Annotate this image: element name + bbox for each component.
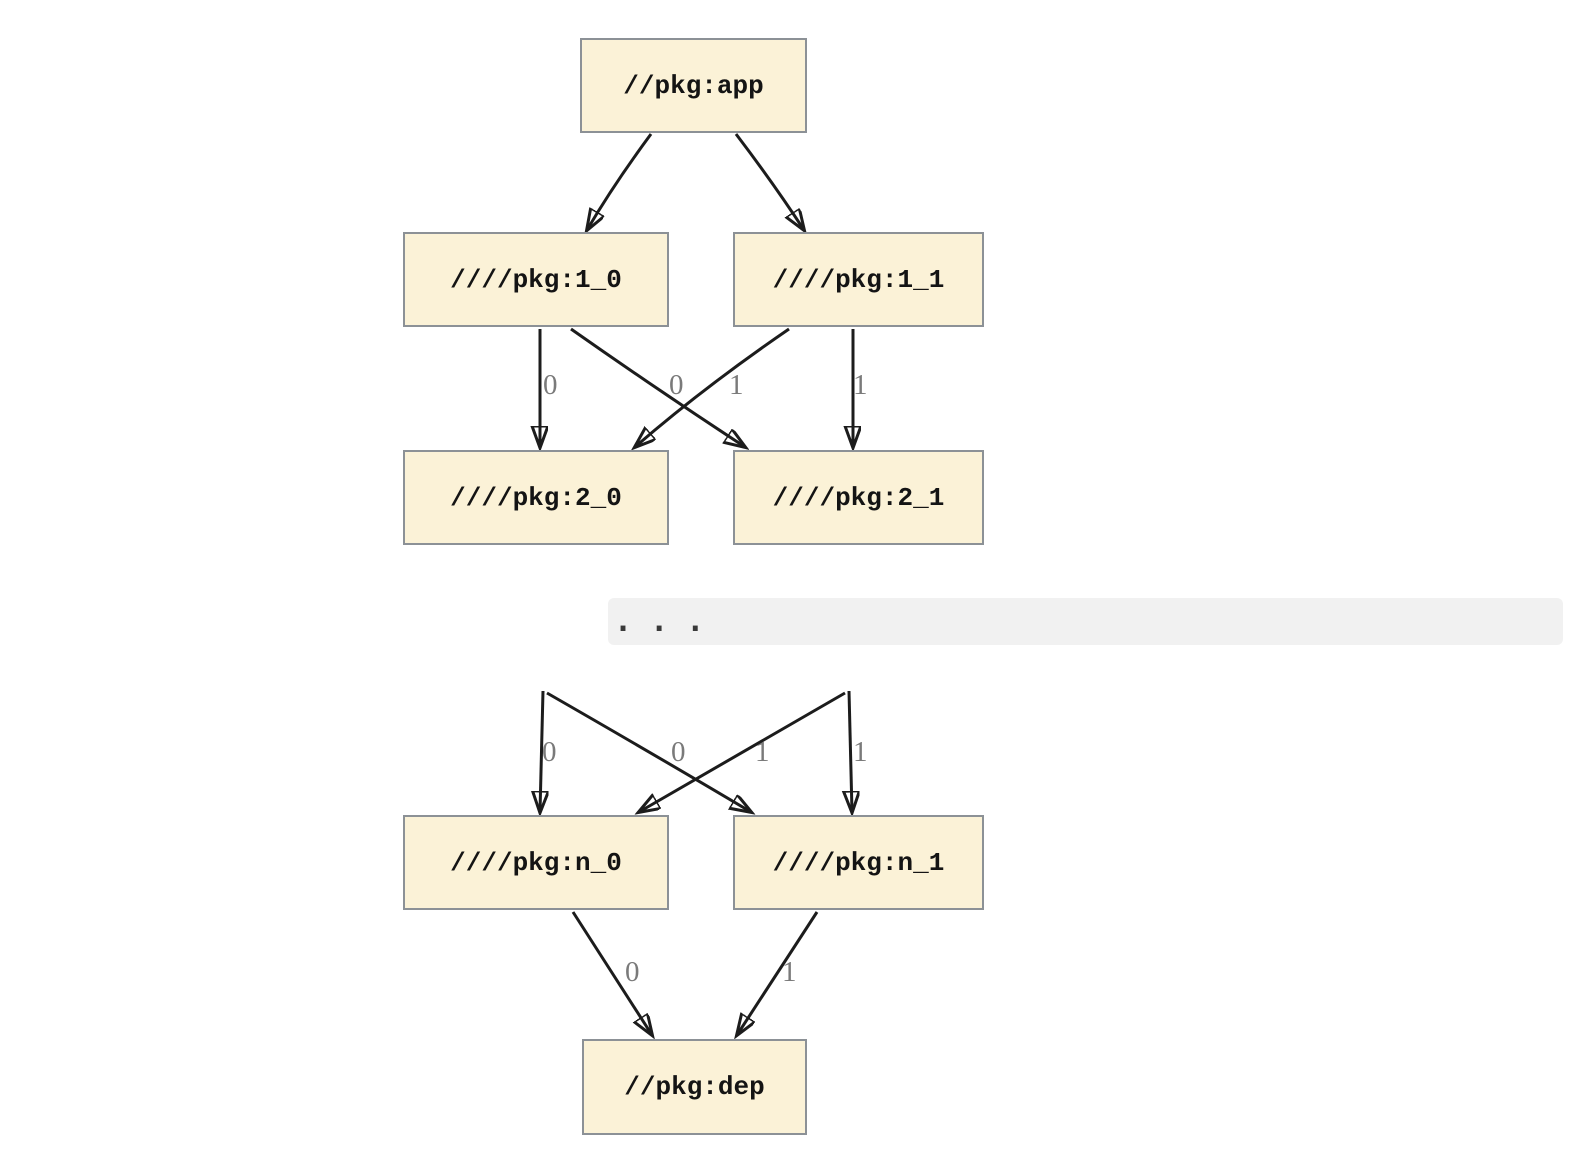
node-pkg-n_1-label: ////pkg:n_1 — [772, 847, 945, 878]
ellipsis-band: . . . — [608, 598, 1563, 645]
edge-top-to-n_0 — [540, 690, 543, 812]
node-pkg-2_0: ////pkg:2_0 — [403, 450, 669, 545]
edge-app-to-1_0 — [587, 133, 653, 230]
node-pkg-app-label: //pkg:app — [623, 70, 764, 101]
node-pkg-1_0: ////pkg:1_0 — [403, 232, 669, 327]
edge-label-1_1-2_1: 1 — [853, 369, 868, 401]
edge-label-top-n_1: 0 — [671, 736, 686, 768]
edge-label-n_0-dep: 0 — [625, 956, 640, 988]
edge-label-1_1-2_0: 1 — [729, 369, 744, 401]
node-pkg-1_0-label: ////pkg:1_0 — [450, 264, 622, 295]
node-pkg-2_1-label: ////pkg:2_1 — [772, 482, 945, 513]
edge-label-top2-n_0: 1 — [755, 736, 770, 768]
edge-label-top-n_0: 0 — [542, 736, 557, 768]
edge-label-1_0-2_0: 0 — [543, 369, 558, 401]
node-pkg-n_0-label: ////pkg:n_0 — [450, 847, 622, 878]
edge-n_1-to-dep — [737, 911, 819, 1035]
node-pkg-2_1: ////pkg:2_1 — [733, 450, 984, 545]
edge-label-n_1-dep: 1 — [782, 956, 797, 988]
node-pkg-dep-label: //pkg:dep — [624, 1072, 765, 1102]
node-pkg-app: //pkg:app — [580, 38, 807, 133]
node-pkg-n_0: ////pkg:n_0 — [403, 815, 669, 910]
node-pkg-2_0-label: ////pkg:2_0 — [450, 482, 622, 513]
node-pkg-1_1: ////pkg:1_1 — [733, 232, 984, 327]
edge-label-1_0-2_1: 0 — [669, 369, 684, 401]
edge-top2-to-n_0 — [639, 691, 846, 812]
edge-1_1-to-2_0 — [635, 327, 790, 447]
ellipsis-text: . . . — [614, 604, 705, 639]
edge-1_0-to-2_1 — [570, 327, 745, 447]
edge-n_0-to-dep — [571, 911, 652, 1035]
edge-top-to-n_1 — [546, 691, 751, 812]
edge-top2-to-n_1 — [849, 690, 852, 812]
node-pkg-1_1-label: ////pkg:1_1 — [772, 264, 945, 295]
edge-app-to-1_1 — [734, 133, 804, 230]
node-pkg-n_1: ////pkg:n_1 — [733, 815, 984, 910]
edge-label-top2-n_1: 1 — [853, 736, 868, 768]
node-pkg-dep: //pkg:dep — [582, 1039, 807, 1135]
